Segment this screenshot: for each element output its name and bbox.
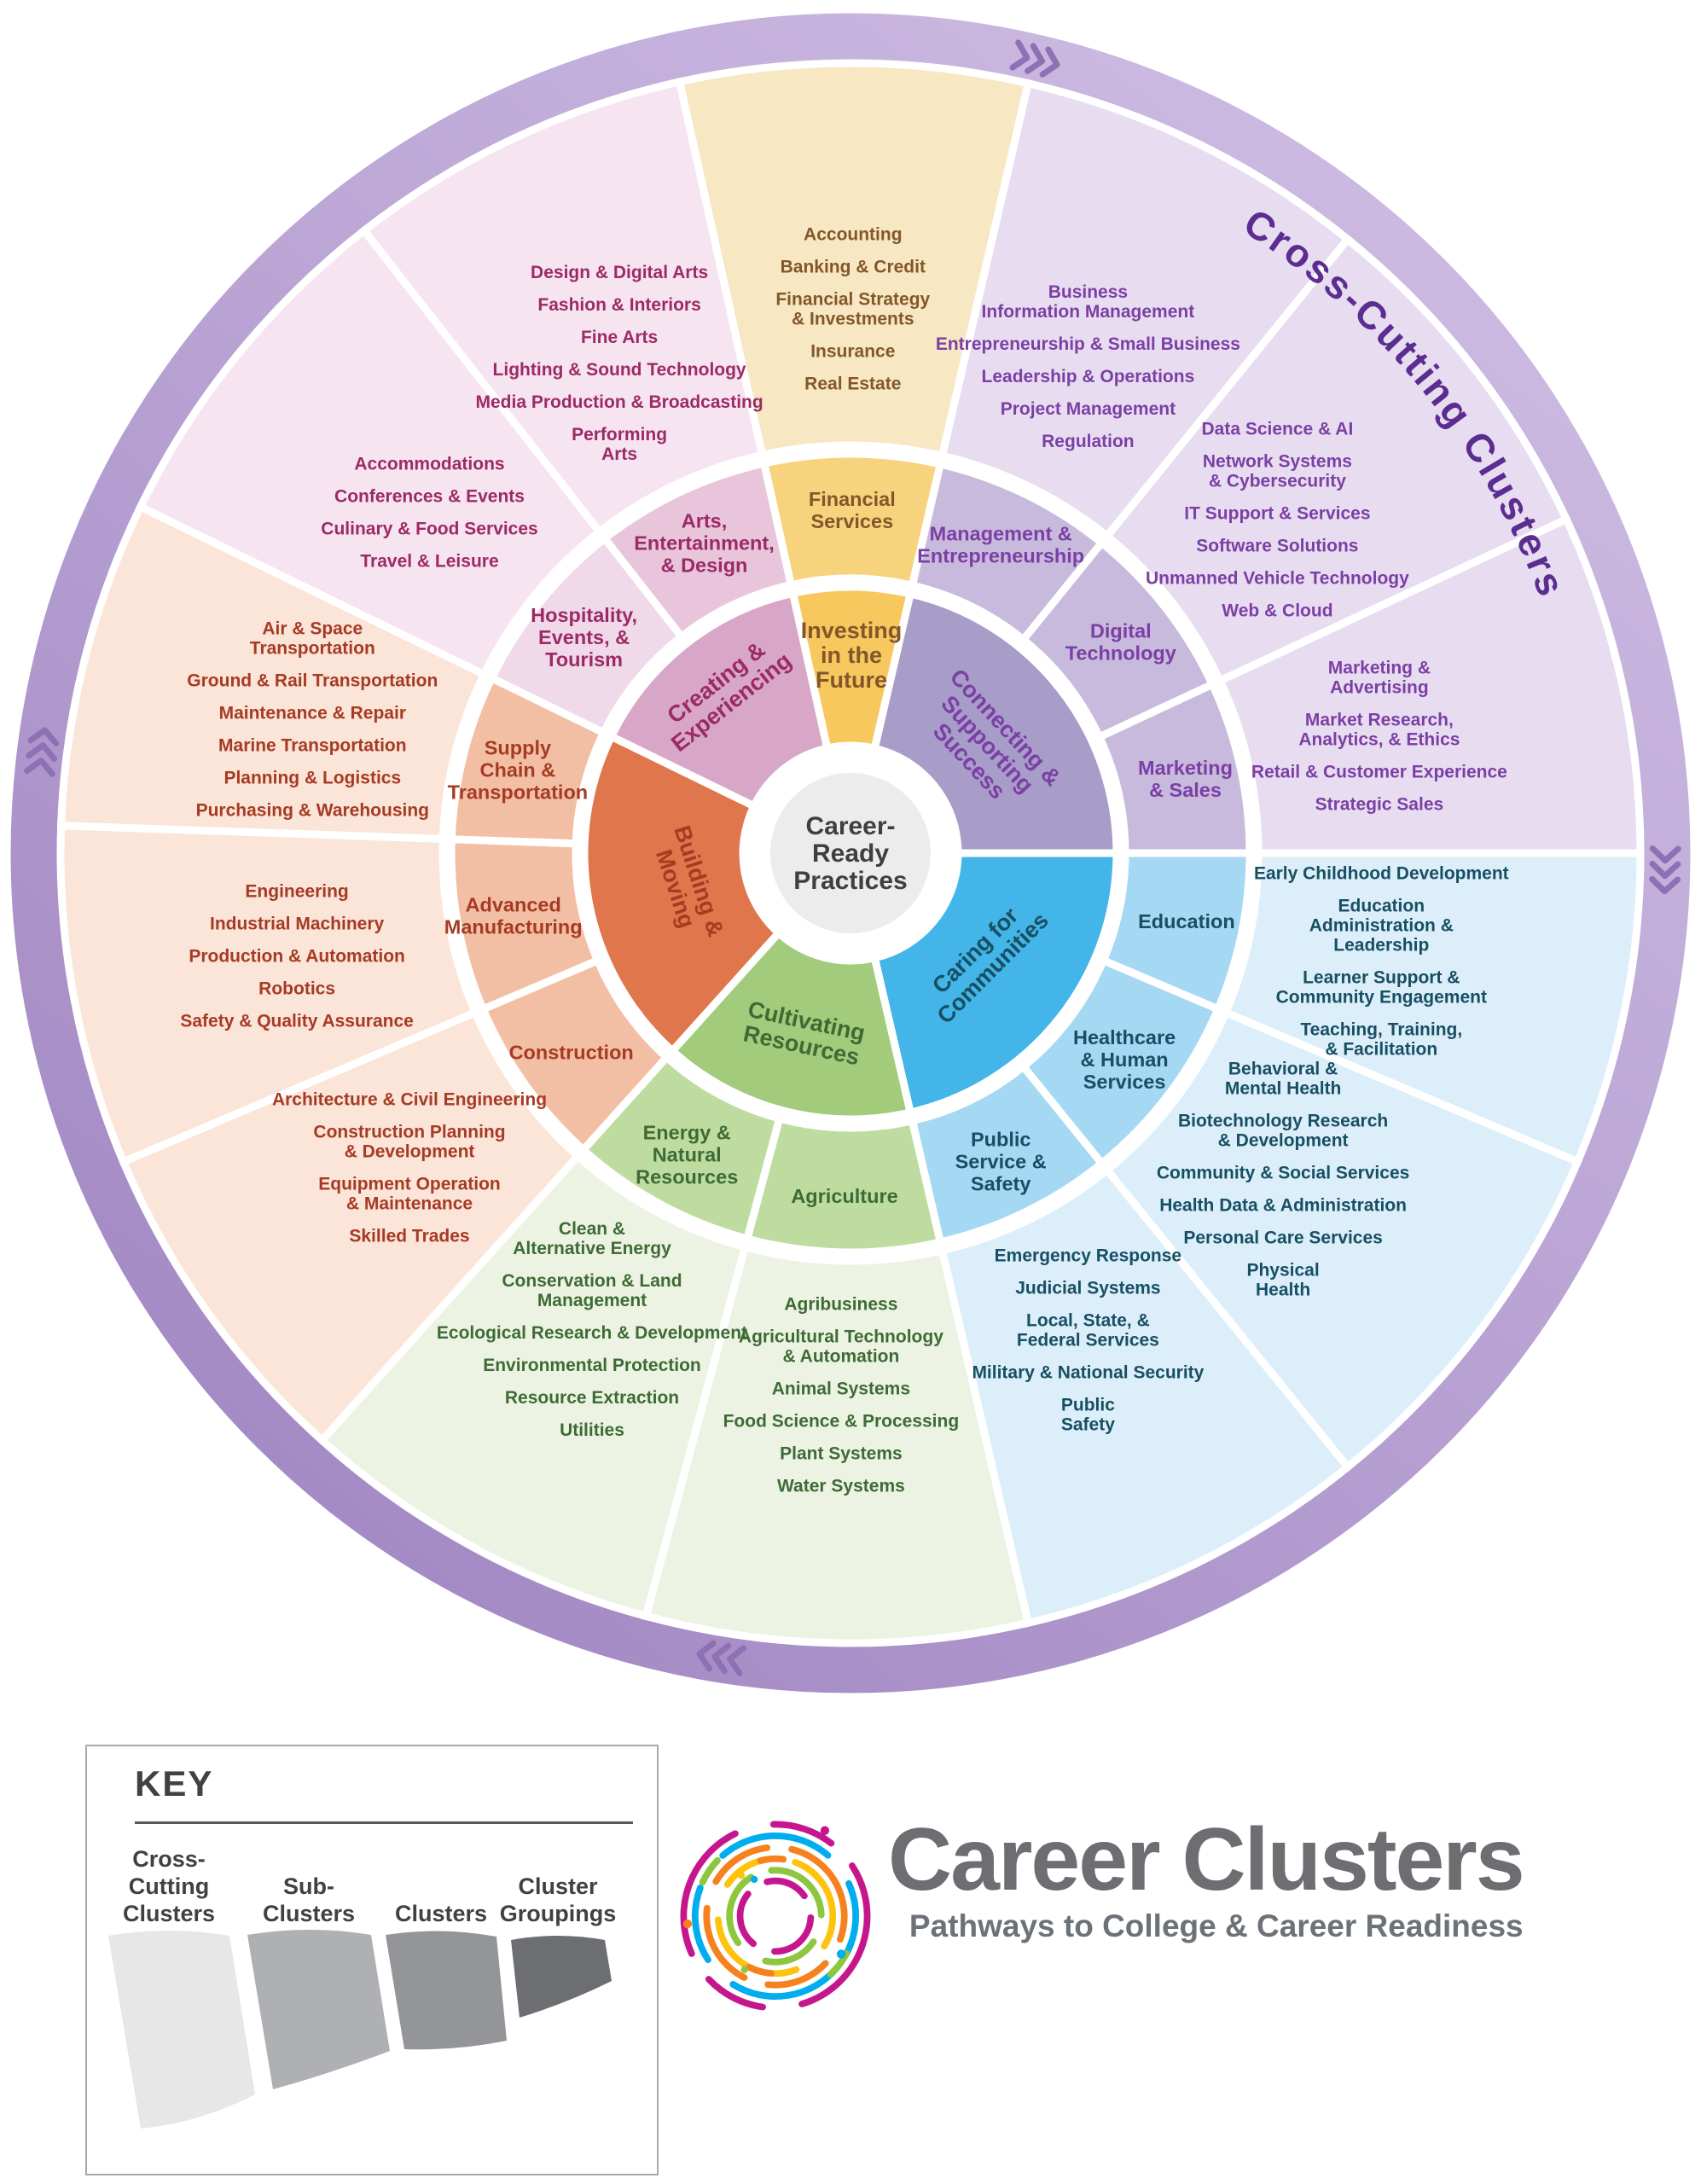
- key-label-sub-clusters: Sub-Clusters: [263, 1873, 355, 1926]
- sub-cluster-region-management-entrepreneurship: [938, 78, 1354, 542]
- logo-arc: [726, 1867, 825, 1966]
- logo-tagline: Pathways to College & Career Readiness: [909, 1908, 1524, 1944]
- logo-dot: [751, 1875, 758, 1884]
- sub-cluster-region-arts-entertainment-design: [358, 77, 767, 537]
- cluster-label-management-entrepreneurship: Management &Entrepreneurship: [917, 523, 1084, 567]
- grouping-sector-caring-for-communities: [869, 849, 1121, 1118]
- cluster-label-marketing-sales: Marketing& Sales: [1138, 757, 1233, 801]
- cluster-sector-arts-entertainment-design: [599, 458, 796, 642]
- logo-dot: [836, 1949, 846, 1959]
- logo-dot: [820, 1826, 830, 1835]
- logo-text-block: Career Clusters Pathways to College & Ca…: [888, 1810, 1525, 1944]
- logo-dot: [682, 1919, 693, 1929]
- logo-arc: [736, 1877, 815, 1955]
- grouping-sector-building-moving: [580, 731, 785, 1057]
- grouping-sector-creating-experiencing: [606, 589, 833, 811]
- career-ready-practices-disc: [770, 773, 931, 933]
- key-divider: [135, 1821, 633, 1824]
- key-wedge-cluster-groupings: [511, 1936, 612, 2018]
- cluster-label-education: Education: [1138, 910, 1235, 932]
- sub-cluster-region-healthcare-human-services: [1101, 1007, 1583, 1472]
- logo-arc: [680, 1821, 871, 2012]
- logo-title: Career Clusters: [888, 1810, 1525, 1909]
- band-chevron-icon: [24, 727, 60, 777]
- key-wedge-clusters: [386, 1931, 507, 2050]
- band-chevron-icon: [1009, 39, 1060, 78]
- logo-arc: [714, 1855, 837, 1978]
- sub-cluster-region-public-service-safety: [938, 1165, 1354, 1628]
- key-wedge-sub-clusters: [247, 1930, 390, 2089]
- cross-cutting-band: [10, 13, 1691, 1693]
- key-wedge-cross-cutting-clusters: [108, 1931, 255, 2129]
- sub-cluster-region-hospitality-events-tourism: [135, 224, 606, 680]
- sub-cluster-region-agriculture: [641, 1242, 1033, 1647]
- sub-cluster-region-supply-chain-transportation: [56, 502, 490, 843]
- cluster-label-construction: Construction: [509, 1041, 634, 1063]
- key-label-clusters: Clusters: [395, 1901, 487, 1926]
- logo-arc: [703, 1844, 848, 1989]
- career-clusters-logo: Career Clusters Pathways to College & Ca…: [676, 1810, 1525, 2018]
- cluster-label-hospitality-events-tourism: Hospitality,Events, &Tourism: [531, 604, 637, 671]
- grouping-sector-cultivating-resources: [666, 927, 915, 1124]
- career-clusters-logo-icon: [680, 1821, 871, 2012]
- key-title: KEY: [135, 1763, 214, 1804]
- band-chevron-icon: [1649, 845, 1681, 895]
- cluster-label-arts-entertainment-design: Arts,Entertainment,& Design: [634, 509, 775, 576]
- grouping-sector-connecting-supporting-success: [869, 589, 1121, 857]
- sub-cluster-region-energy-natural-resources: [316, 1150, 750, 1621]
- logo-dot: [740, 1966, 748, 1973]
- cross-cutting-band-ring: [10, 13, 1691, 1693]
- band-chevron-icon: [696, 1640, 747, 1676]
- sub-cluster-region-financial-services: [675, 59, 1033, 461]
- logo-dot: [737, 1872, 746, 1879]
- logo-arc: [691, 1832, 860, 2001]
- cluster-label-agriculture: Agriculture: [791, 1185, 897, 1207]
